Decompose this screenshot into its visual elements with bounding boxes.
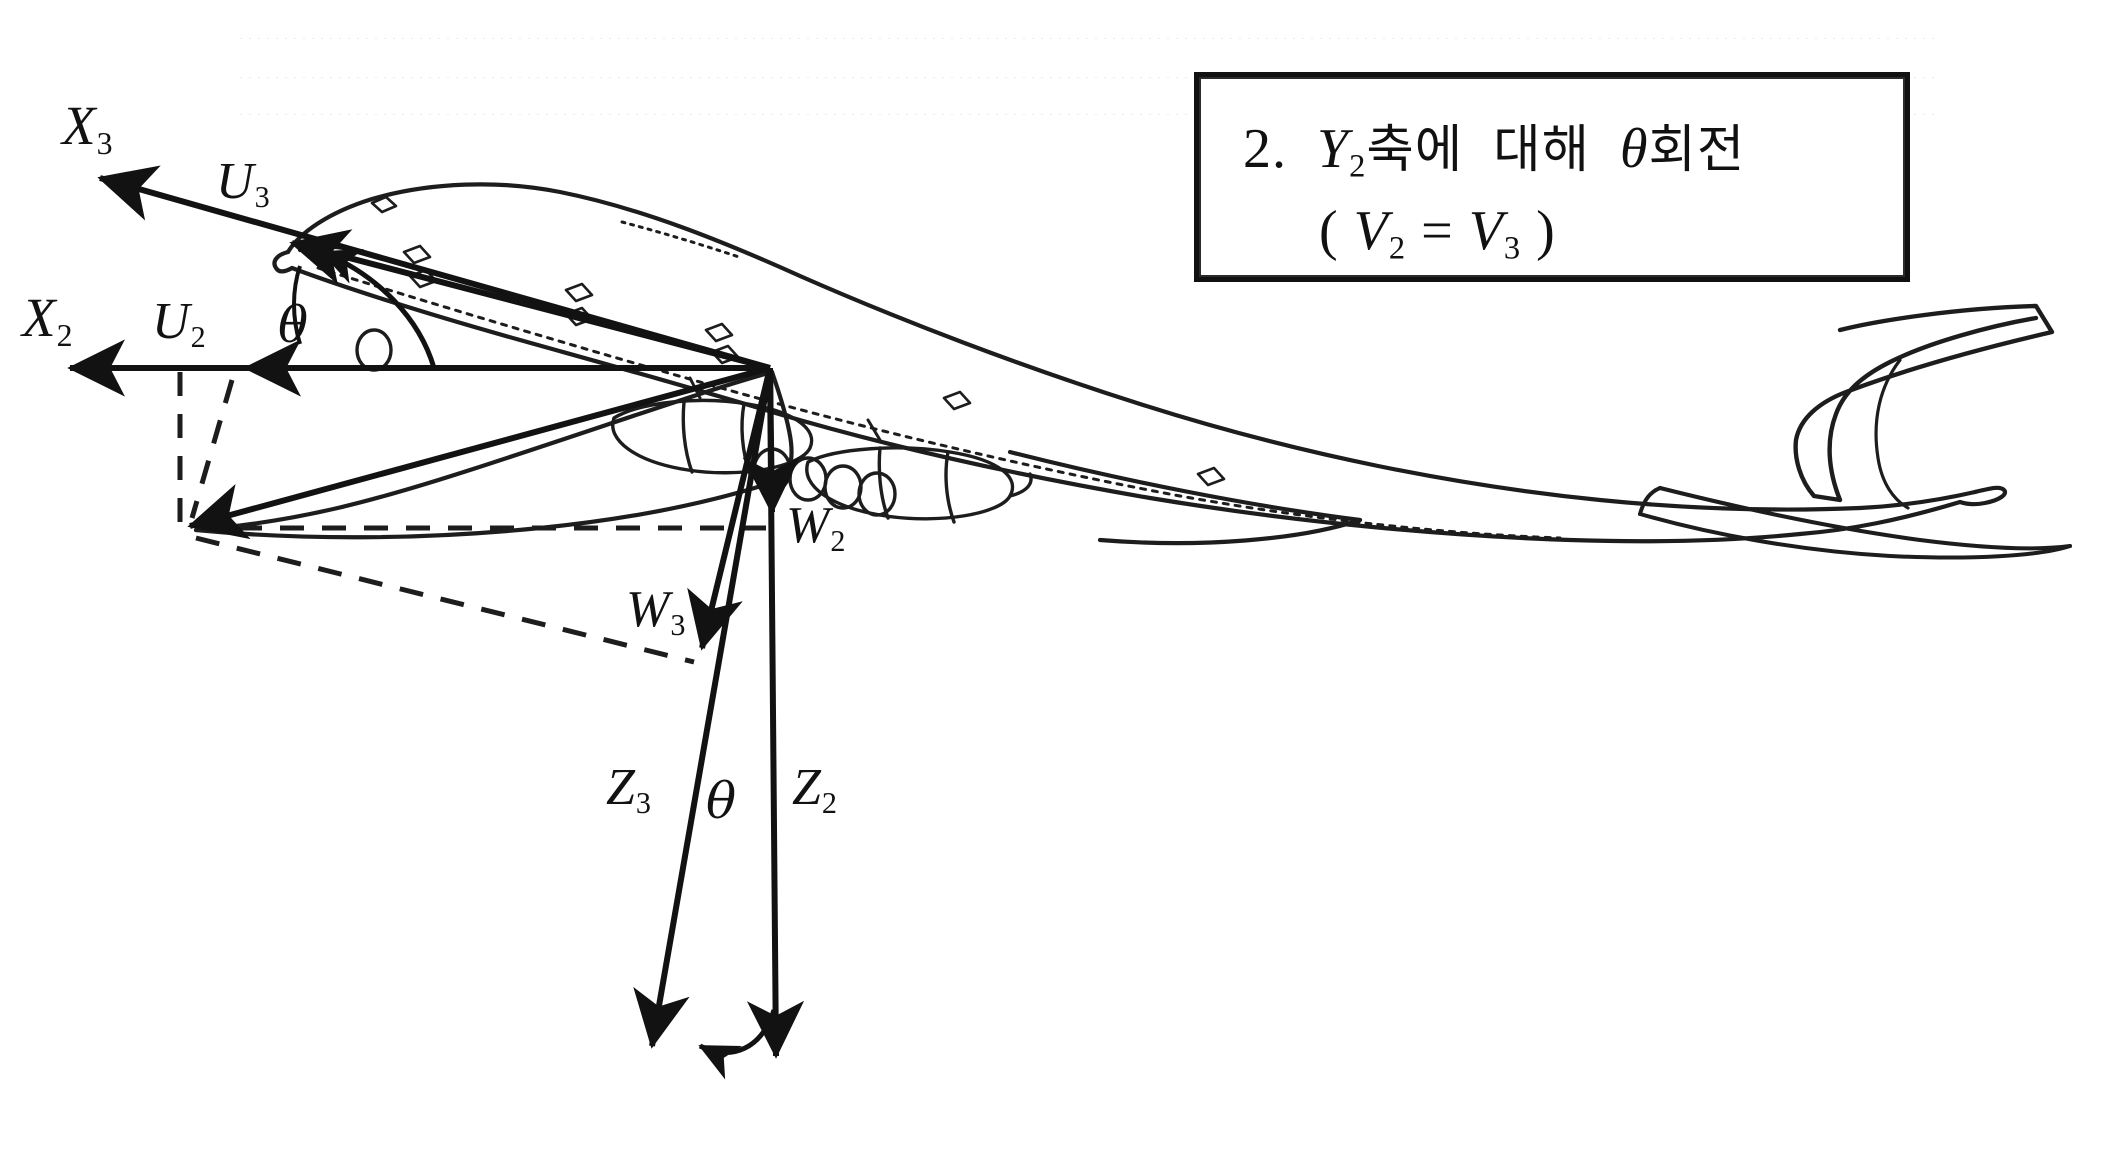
- callout-inner-border: [1199, 77, 1905, 277]
- callout-axis-symbol: Y: [1317, 118, 1350, 180]
- callout-line-2: ( V2 = V3 ): [1319, 203, 1556, 265]
- callout-axis-subscript: 2: [1349, 148, 1367, 185]
- callout-box: 2. Y2축에 대해 θ회전 ( V2 = V3 ): [1194, 72, 1910, 282]
- callout-korean-2: 대해: [1493, 120, 1590, 180]
- callout-v2-symbol: V: [1353, 200, 1389, 262]
- callout-korean-3: 회전: [1648, 120, 1746, 180]
- vector-w2: [742, 367, 800, 515]
- label-theta-bottom: θ: [706, 772, 737, 830]
- angle-arcs: [292, 249, 777, 1080]
- angle-arc-theta-bottom: [698, 1009, 777, 1080]
- vector-w3: [687, 367, 773, 651]
- dashed-slant-from-u2-tip: [189, 379, 235, 519]
- axis-vectors: [67, 165, 805, 1059]
- callout-v3-symbol: V: [1468, 200, 1504, 262]
- label-x2: X2: [22, 287, 73, 353]
- label-theta-top: θ: [278, 296, 309, 354]
- callout-korean-1: 축에: [1366, 120, 1464, 180]
- vector-resultant: [187, 365, 771, 540]
- label-u2: U2: [152, 293, 206, 355]
- callout-step-number: 2.: [1243, 118, 1287, 180]
- label-z3: Z3: [606, 759, 651, 821]
- label-x3: X3: [62, 95, 113, 161]
- vector-u3: [289, 229, 771, 371]
- callout-close-paren: ): [1536, 200, 1556, 262]
- label-w3: W3: [626, 581, 686, 643]
- callout-equals: =: [1421, 200, 1454, 262]
- angle-arc-theta-top: [320, 249, 437, 369]
- label-u3: U3: [216, 153, 270, 215]
- vector-z3: [633, 367, 773, 1049]
- callout-v3-subscript: 3: [1503, 230, 1522, 267]
- callout-line-1: 2. Y2축에 대해 θ회전: [1243, 121, 1745, 183]
- callout-v2-subscript: 2: [1388, 230, 1407, 267]
- construction-dashed-lines: [177, 372, 768, 665]
- label-w2: W2: [786, 497, 846, 559]
- angle-arc-inner: [292, 265, 302, 345]
- callout-open-paren: (: [1319, 200, 1339, 262]
- callout-angle-symbol: θ: [1619, 118, 1649, 180]
- label-z2: Z2: [792, 759, 837, 821]
- dashed-slant-to-w3: [195, 535, 695, 665]
